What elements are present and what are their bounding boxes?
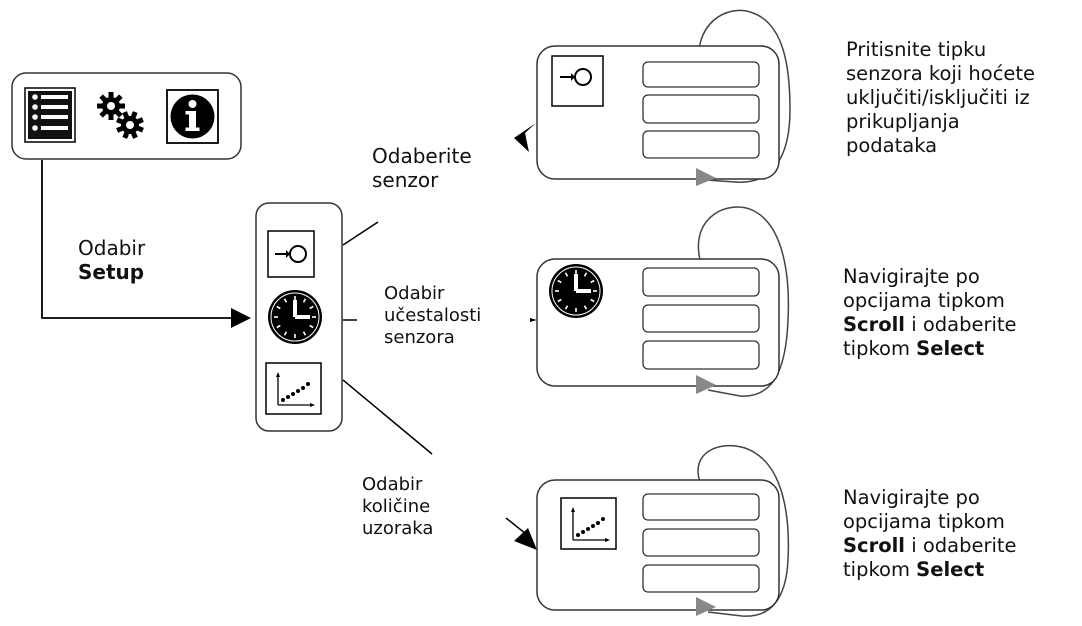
frequency-line1: Odabir — [384, 283, 445, 304]
samples-desc-line4-rest: tipkom — [843, 558, 917, 581]
samples-description: Navigirajte po opcijama tipkom Scroll i … — [843, 486, 1017, 582]
setup-label-line1: Odabir — [78, 236, 146, 260]
frequency-desc-line3: Scroll i odaberite — [843, 313, 1017, 337]
setup-sensor-icon[interactable] — [267, 230, 315, 278]
samples-desc-line2: opcijama tipkom — [843, 510, 1005, 533]
choose-sensor-line1: Odaberite — [372, 144, 472, 168]
list-icon — [24, 87, 76, 143]
gears-icon — [97, 92, 144, 139]
sensor-connector — [342, 123, 536, 246]
sensor-screen — [536, 9, 791, 186]
sensor-option-2[interactable] — [642, 94, 760, 124]
info-icon — [166, 89, 219, 144]
frequency-desc-line4-rest: tipkom — [843, 337, 917, 360]
frequency-desc-line3-rest: i odaberite — [905, 313, 1017, 336]
samples-desc-line3: Scroll i odaberite — [843, 534, 1017, 558]
select-key: Select — [916, 558, 985, 581]
samples-option-1[interactable] — [642, 493, 760, 521]
frequency-option-3[interactable] — [642, 340, 760, 370]
frequency-line2: učestalosti — [384, 305, 482, 326]
sensor-option-1[interactable] — [642, 61, 760, 88]
setup-graph-icon[interactable] — [265, 362, 322, 415]
samples-line3: uzoraka — [362, 518, 434, 539]
sensor-desc-line1: Pritisnite tipku — [846, 38, 987, 61]
frequency-desc-line4: tipkom Select — [843, 337, 1017, 361]
setup-label: Odabir Setup — [78, 236, 145, 284]
samples-line2: količine — [362, 496, 431, 517]
frequency-option-2[interactable] — [642, 304, 760, 333]
setup-flow-arrow — [41, 160, 251, 328]
sensor-loop-arrow — [696, 168, 716, 186]
sensor-description: Pritisnite tipku senzora koji hoćete ukl… — [846, 38, 1035, 158]
select-key: Select — [916, 337, 985, 360]
choose-sensor-line2: senzor — [372, 168, 439, 192]
sensor-desc-line3: uključiti/isključiti iz — [846, 86, 1030, 109]
samples-desc-line4: tipkom Select — [843, 558, 1017, 582]
frequency-screen — [536, 206, 790, 397]
samples-label: Odabir količine uzoraka — [362, 474, 433, 540]
samples-line1: Odabir — [362, 474, 423, 495]
samples-desc-line3-rest: i odaberite — [905, 534, 1017, 557]
setup-label-line2: Setup — [78, 260, 145, 284]
samples-option-3[interactable] — [642, 564, 760, 593]
sensor-desc-line2: senzora koji hoćete — [846, 62, 1036, 85]
samples-loop-arrow — [696, 597, 716, 616]
samples-connector — [342, 379, 537, 550]
frequency-loop-arrow — [696, 375, 716, 394]
sensor-option-3[interactable] — [642, 130, 760, 159]
samples-screen — [536, 444, 790, 617]
frequency-line3: senzora — [384, 327, 455, 348]
frequency-label: Odabir učestalosti senzora — [384, 283, 481, 349]
sensor-desc-line5: podataka — [846, 134, 938, 157]
sensor-desc-line4: prikupljanja — [846, 110, 960, 133]
frequency-connector — [343, 318, 537, 322]
setup-clock-icon[interactable] — [266, 288, 324, 346]
frequency-description: Navigirajte po opcijama tipkom Scroll i … — [843, 265, 1017, 361]
frequency-desc-line2: opcijama tipkom — [843, 289, 1005, 312]
frequency-desc-line1: Navigirajte po — [843, 265, 980, 288]
frequency-option-1[interactable] — [642, 267, 760, 297]
samples-option-2[interactable] — [642, 528, 760, 557]
scroll-key: Scroll — [843, 313, 905, 336]
samples-desc-line1: Navigirajte po — [843, 486, 980, 509]
scroll-key: Scroll — [843, 534, 905, 557]
choose-sensor-label: Odaberite senzor — [372, 144, 472, 192]
